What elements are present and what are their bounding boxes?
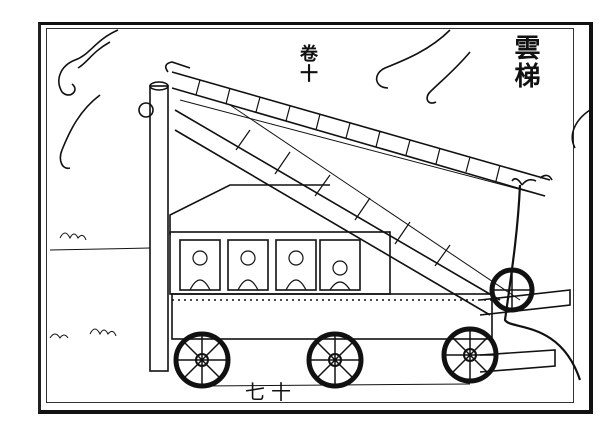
- wheel-icon: [173, 267, 535, 389]
- illustration-title: 雲梯: [510, 34, 540, 90]
- soldier-figure: [189, 250, 351, 291]
- cloud-icon: [375, 29, 451, 89]
- cloud-icon: [571, 109, 591, 149]
- cloud-icon: [59, 94, 101, 170]
- print-frame-outer: [38, 22, 593, 414]
- cloud-icon: [426, 51, 471, 104]
- page-number: 七十: [245, 380, 297, 404]
- print-frame-inner: [46, 28, 574, 403]
- cloud-icon: [58, 29, 119, 96]
- volume-label: 卷十: [297, 44, 318, 84]
